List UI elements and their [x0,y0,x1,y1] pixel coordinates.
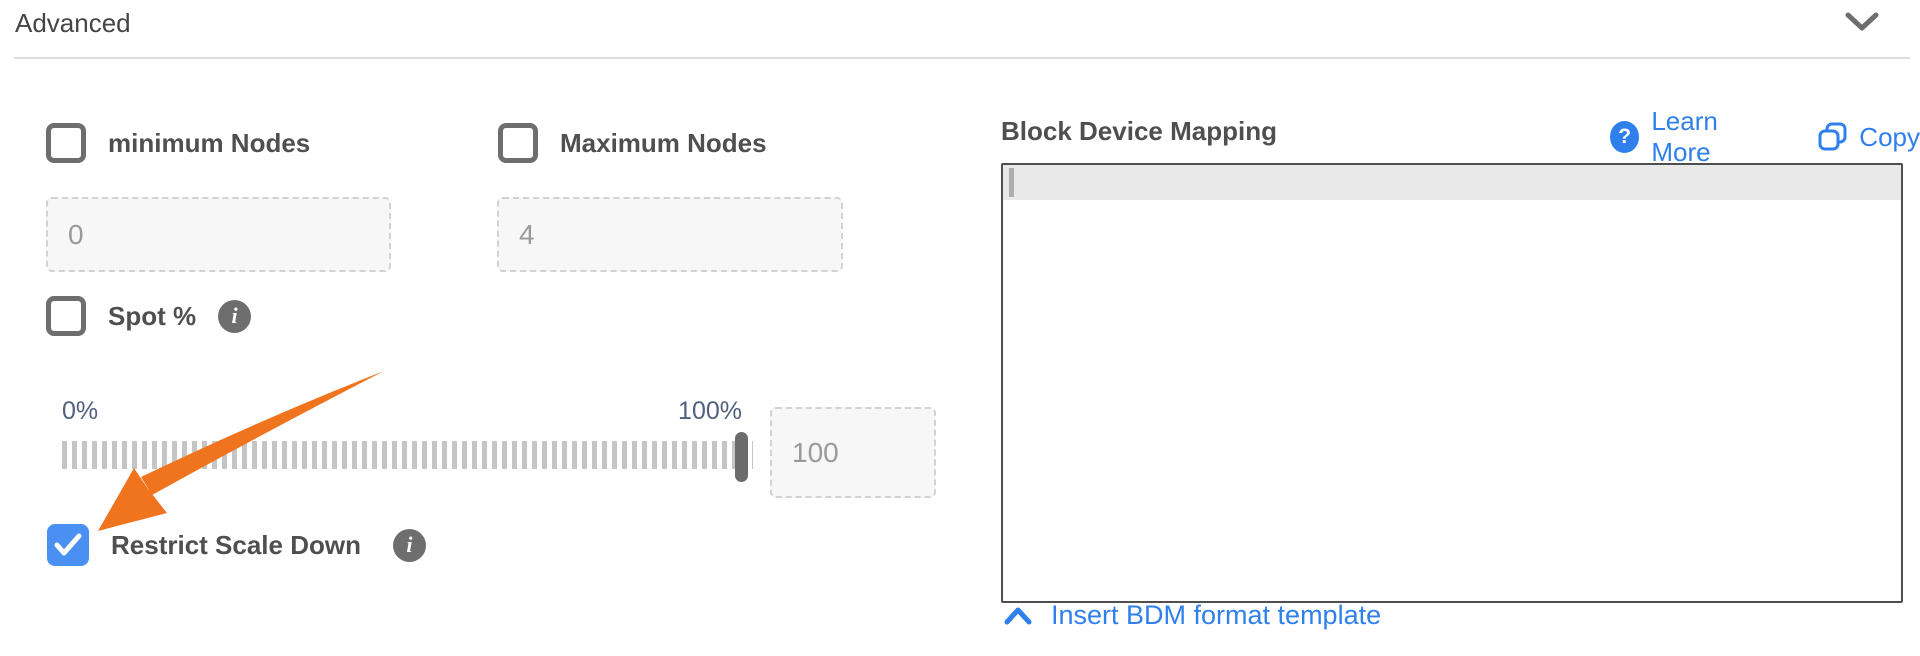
question-icon[interactable]: ? [1610,121,1640,153]
copy-button[interactable]: Copy [1817,121,1920,153]
bdm-section-title: Block Device Mapping [1001,116,1277,146]
spot-percentage-input[interactable] [770,407,936,498]
chevron-up-icon [1004,607,1032,624]
restrict-scale-down-label: Restrict Scale Down [111,529,361,560]
copy-icon [1818,122,1847,151]
bdm-editor[interactable] [1001,163,1903,603]
restrict-scale-down-row: Restrict Scale Down i [47,524,426,566]
spot-checkbox[interactable] [46,296,86,336]
spot-label: Spot % [108,300,197,331]
max-nodes-row: Maximum Nodes [498,123,767,163]
panel-title: Advanced [15,8,131,38]
bdm-links-row: ? Learn More Copy [1610,106,1920,168]
insert-bdm-template-link[interactable]: Insert BDM format template [1003,600,1381,631]
max-nodes-input[interactable] [497,197,843,272]
checkmark-icon [54,533,82,556]
info-glyph: i [406,532,413,557]
section-divider [14,57,1910,59]
editor-active-line [1003,165,1901,200]
max-nodes-label: Maximum Nodes [560,127,767,158]
min-nodes-input[interactable] [46,197,391,272]
restrict-scale-down-checkbox[interactable] [47,524,89,566]
info-icon[interactable]: i [218,299,252,333]
copy-label: Copy [1859,121,1920,152]
spot-row: Spot % i [46,296,252,336]
min-nodes-row: minimum Nodes [46,123,310,163]
min-nodes-label: minimum Nodes [108,127,311,158]
chevron-down-icon[interactable] [1844,11,1880,33]
question-glyph: ? [1618,125,1632,148]
slider-min-label: 0% [62,397,99,425]
min-nodes-checkbox[interactable] [46,123,86,163]
learn-more-link[interactable]: Learn More [1651,106,1718,167]
slider-max-label: 100% [678,397,742,425]
spot-percentage-slider[interactable] [62,441,753,469]
editor-caret [1009,168,1014,197]
insert-bdm-template-label: Insert BDM format template [1051,600,1382,630]
info-icon[interactable]: i [392,528,426,562]
info-glyph: i [231,303,238,328]
max-nodes-checkbox[interactable] [498,123,538,163]
slider-handle[interactable] [735,432,748,482]
